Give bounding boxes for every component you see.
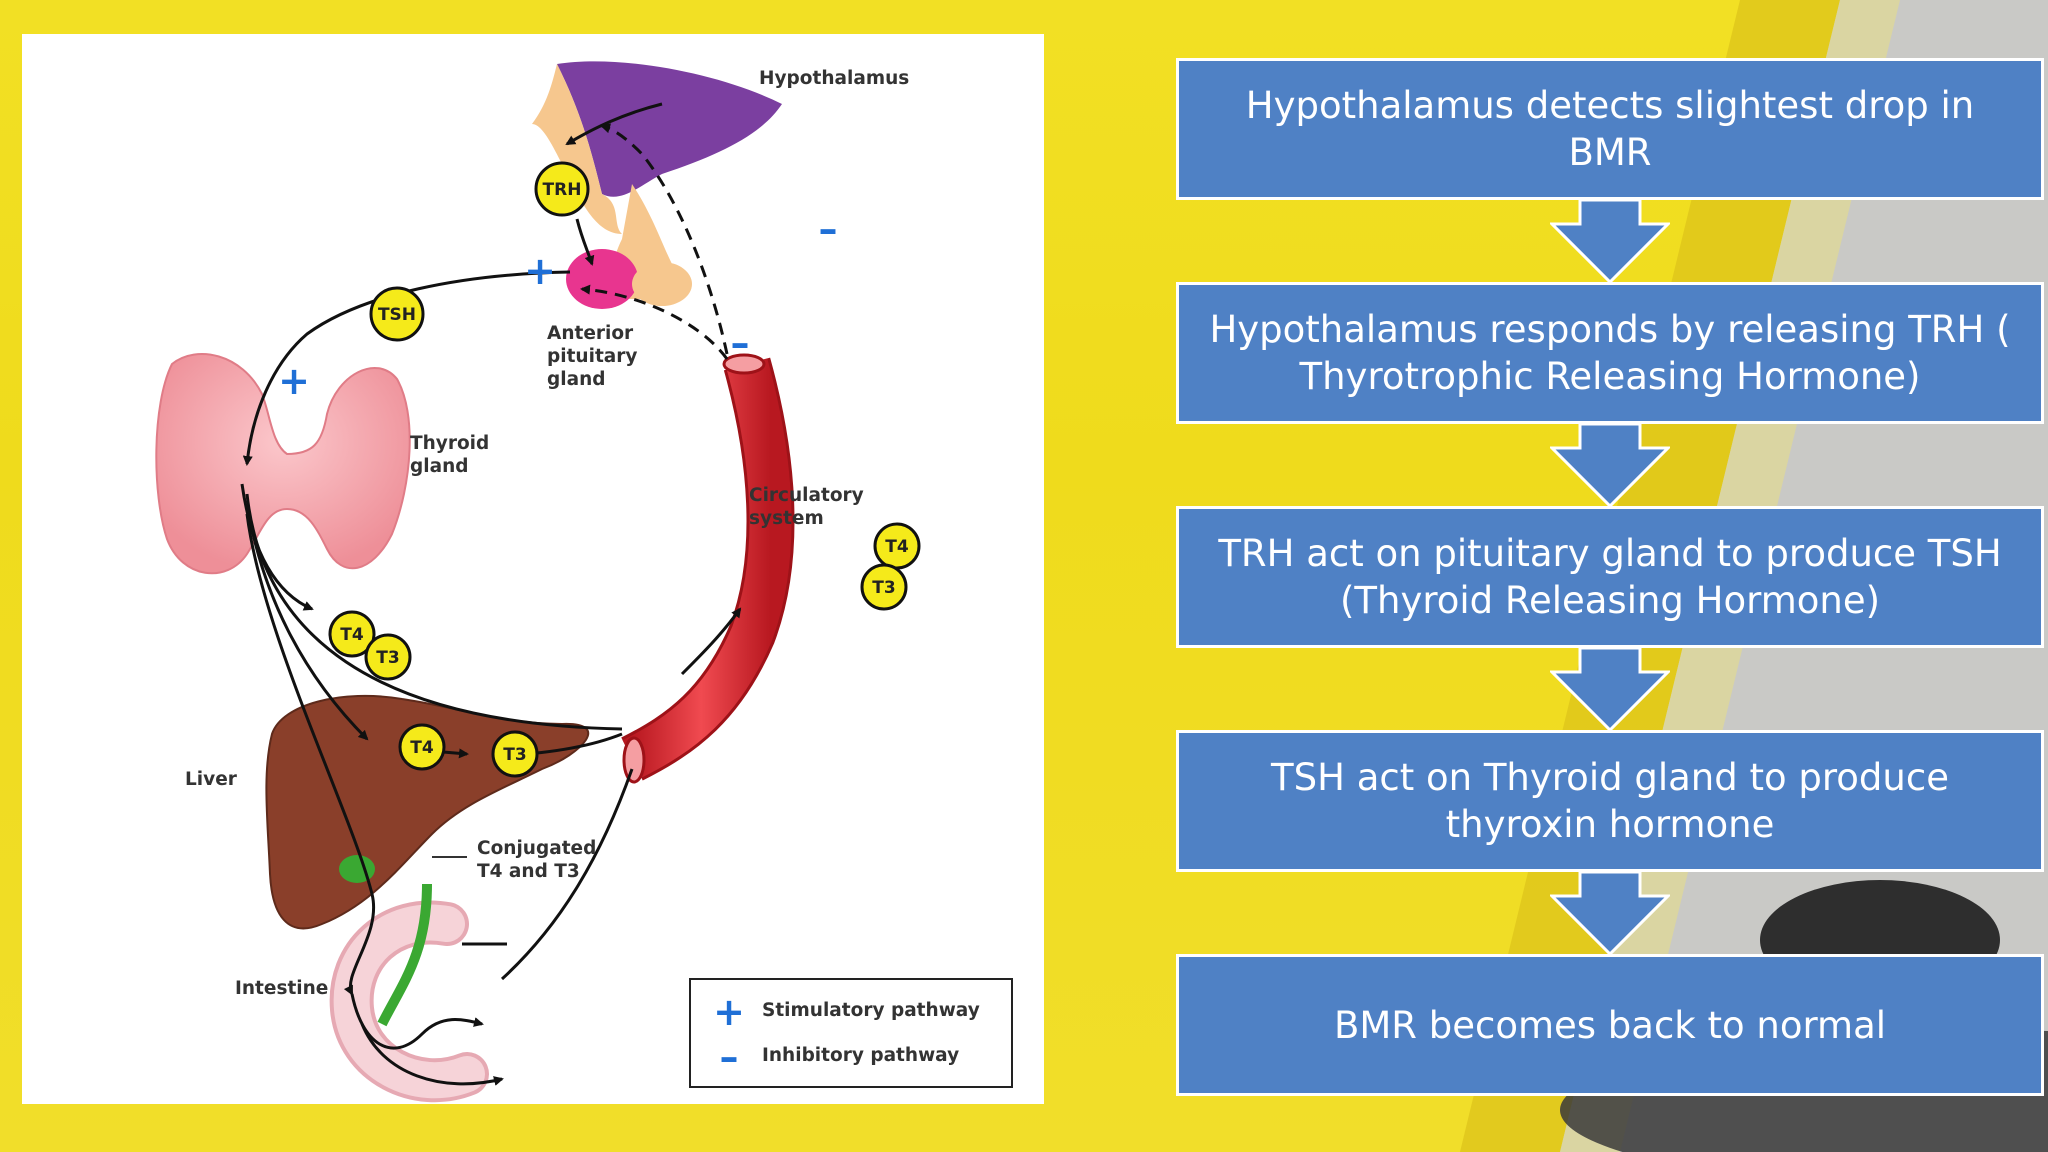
flow-step-3: TRH act on pituitary gland to produce TS…: [1176, 506, 2044, 648]
minus-sign-hypothalamus: –: [819, 207, 838, 251]
diagram-svg: TRH TSH T4 T3 T4 T3 T4 T3: [155, 61, 1013, 1103]
down-arrow-icon: [1550, 872, 1670, 956]
hormone-t4-vessel: T4: [873, 522, 921, 570]
down-arrow-icon: [1550, 424, 1670, 508]
down-arrow-icon: [1550, 200, 1670, 284]
thyroid-regulation-diagram: TRH TSH T4 T3 T4 T3 T4 T3: [22, 34, 1044, 1104]
legend-stimulatory: Stimulatory pathway: [762, 1000, 980, 1021]
circulatory-vessel-shape: [621, 353, 795, 784]
hormone-t3-vessel: T3: [860, 563, 908, 611]
hormone-t4-thyroid: T4: [328, 610, 376, 658]
inhibitory-feedback-arrows: [580, 123, 729, 360]
label-liver: Liver: [185, 769, 238, 790]
minus-sign-pituitary: –: [731, 321, 750, 365]
flow-step-2: Hypothalamus responds by releasing TRH (…: [1176, 282, 2044, 424]
label-thyroid-gland: gland: [410, 456, 468, 477]
hormone-trh: TRH: [534, 161, 590, 217]
flow-step-4: TSH act on Thyroid gland to produce thyr…: [1176, 730, 2044, 872]
label-system: system: [749, 508, 824, 529]
flow-step-5: BMR becomes back to normal: [1176, 954, 2044, 1096]
label-t4-and-t3: T4 and T3: [477, 861, 580, 882]
down-arrow-icon: [1550, 648, 1670, 732]
legend: + Stimulatory pathway – Inhibitory pathw…: [689, 978, 1013, 1088]
label-gland: gland: [547, 369, 605, 390]
legend-minus-icon: –: [720, 1035, 739, 1079]
label-conjugated: Conjugated: [477, 838, 596, 859]
hormone-t4-liver: T4: [398, 723, 446, 771]
svg-text:T4: T4: [410, 738, 434, 758]
label-hypothalamus: Hypothalamus: [759, 68, 909, 89]
thyroid-gland-shape: [155, 353, 411, 575]
plus-sign-tsh: +: [278, 359, 310, 403]
svg-text:TSH: TSH: [378, 305, 416, 325]
hormone-t3-liver: T3: [491, 730, 539, 778]
legend-inhibitory: Inhibitory pathway: [762, 1045, 959, 1066]
label-pituitary: pituitary: [547, 346, 637, 367]
hypothalamus-shape: [532, 61, 782, 234]
svg-text:T4: T4: [885, 537, 909, 557]
label-intestine: Intestine: [235, 978, 328, 999]
hormone-tsh: TSH: [369, 286, 425, 342]
label-anterior: Anterior: [547, 323, 634, 344]
hormone-t3-thyroid: T3: [364, 633, 412, 681]
intestine-shape: [329, 883, 489, 1103]
svg-text:T3: T3: [376, 648, 399, 668]
label-circulatory: Circulatory: [749, 485, 864, 506]
svg-text:TRH: TRH: [543, 180, 582, 200]
flow-step-1: Hypothalamus detects slightest drop in B…: [1176, 58, 2044, 200]
svg-text:T4: T4: [340, 625, 364, 645]
plus-sign-trh: +: [524, 249, 556, 293]
bmr-flowchart: Hypothalamus detects slightest drop in B…: [1176, 58, 2048, 1104]
label-thyroid: Thyroid: [410, 433, 489, 454]
legend-plus-icon: +: [713, 990, 745, 1034]
svg-text:T3: T3: [503, 745, 526, 765]
svg-text:T3: T3: [872, 578, 895, 598]
